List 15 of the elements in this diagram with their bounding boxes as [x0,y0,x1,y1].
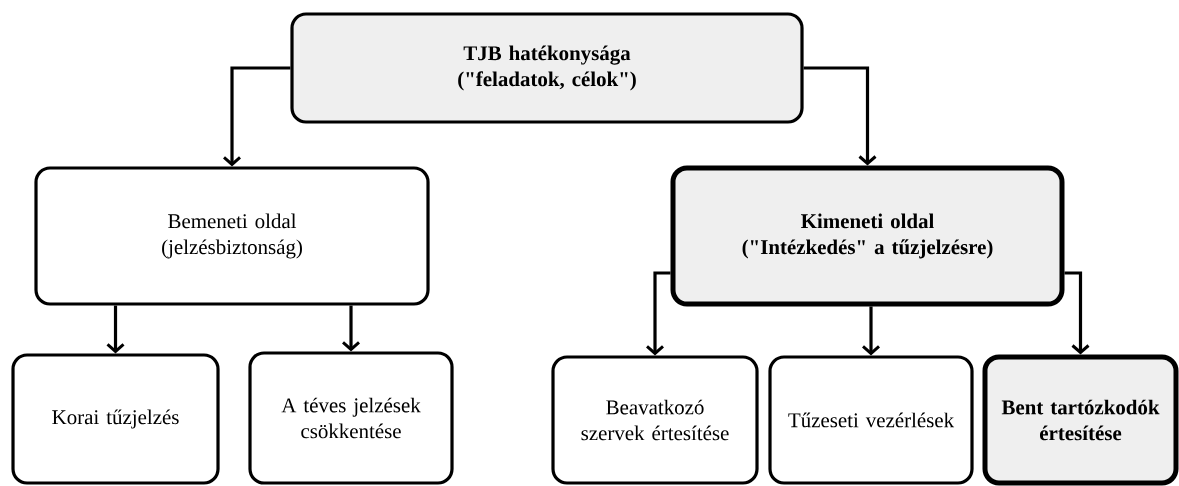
process-box: Bent tartózkodók értesítése [982,354,1179,486]
arrow [342,305,360,352]
process-box: A téves jelzések csökkentése [248,351,454,485]
process-box: Beavatkozó szervek értesítése [551,355,759,485]
process-box: Korai tűzjelzés [11,353,220,485]
arrow [803,66,877,166]
arrow [862,306,880,356]
process-box: Tűzeseti vezérlések [768,355,974,485]
arrow [223,66,291,167]
arrow [646,271,671,356]
arrow [1064,271,1090,355]
arrow [106,305,125,354]
process-box: Kimeneti oldal ("Intézkedés" a tűzjelzésre) [670,165,1065,307]
process-box: Bemeneti oldal (jelzésbiztonság) [34,166,430,306]
goal-box: TJB hatékonysága ("feladatok, célok") [290,12,804,124]
